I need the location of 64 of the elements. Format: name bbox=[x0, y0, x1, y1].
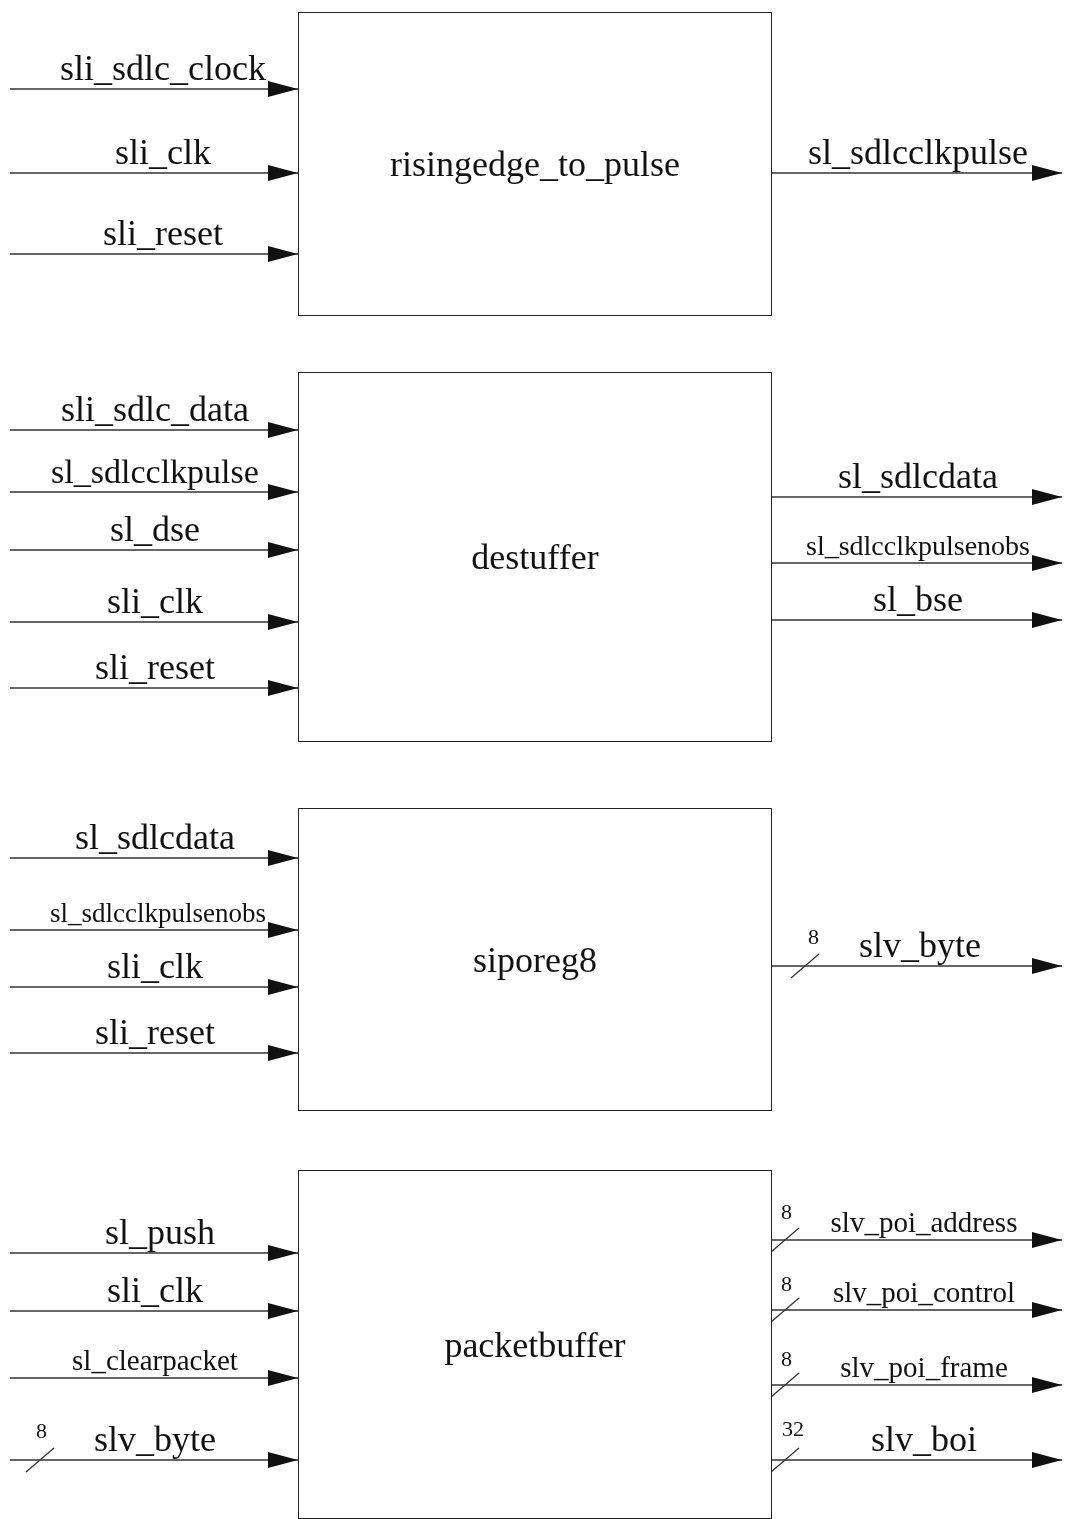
signal-arrow bbox=[771, 1232, 1063, 1248]
edge-label: sl_dse bbox=[110, 511, 200, 547]
edge-label: slv_byte bbox=[859, 927, 981, 963]
signal-arrow bbox=[9, 614, 299, 630]
edge-label: sl_push bbox=[105, 1214, 215, 1250]
edge-label: sl_clearpacket bbox=[72, 1346, 238, 1375]
block-box bbox=[298, 12, 772, 316]
edge-label: sli_sdlc_clock bbox=[60, 50, 266, 86]
signal-arrow bbox=[9, 922, 299, 938]
edge-label: sl_sdlcdata bbox=[75, 819, 235, 855]
edge-label: sl_sdlcclkpulse bbox=[808, 134, 1028, 170]
signal-arrow bbox=[9, 246, 299, 262]
signal-arrow bbox=[9, 1245, 299, 1261]
signal-arrow bbox=[9, 81, 299, 97]
block-name: packetbuffer bbox=[443, 1323, 627, 1366]
edge-label: sl_sdlcdata bbox=[838, 458, 998, 494]
signal-arrow bbox=[9, 165, 299, 181]
edge-label: sli_clk bbox=[115, 134, 211, 170]
edge-label: sl_sdlcclkpulsenobs bbox=[806, 532, 1030, 560]
signal-arrow bbox=[9, 850, 299, 866]
bus-width-label: 8 bbox=[781, 1273, 792, 1295]
signal-arrow bbox=[9, 422, 299, 438]
edge-label: slv_poi_frame bbox=[840, 1353, 1008, 1382]
bus-width-label: 8 bbox=[781, 1348, 792, 1370]
bus-width-label: 32 bbox=[782, 1418, 804, 1440]
block-box bbox=[298, 372, 772, 742]
edge-label: sli_sdlc_data bbox=[61, 391, 249, 427]
block-box bbox=[298, 1170, 772, 1519]
signal-arrow bbox=[771, 555, 1063, 571]
block-name: siporeg8 bbox=[472, 938, 598, 981]
edge-label: slv_boi bbox=[871, 1421, 977, 1457]
bus-width-label: 8 bbox=[808, 926, 819, 948]
signal-arrow bbox=[9, 680, 299, 696]
edge-label: slv_poi_address bbox=[830, 1208, 1018, 1237]
signal-arrow bbox=[9, 1045, 299, 1061]
signal-arrow bbox=[9, 1370, 299, 1386]
signal-arrow bbox=[9, 1452, 299, 1468]
bus-width-label: 8 bbox=[781, 1201, 792, 1223]
signal-arrow bbox=[771, 958, 1063, 974]
edge-label: sl_sdlcclkpulse bbox=[51, 455, 259, 489]
signal-arrow bbox=[9, 1303, 299, 1319]
signal-arrow bbox=[771, 165, 1063, 181]
signal-arrow bbox=[771, 612, 1063, 628]
signal-arrow bbox=[771, 489, 1063, 505]
edge-label: sli_reset bbox=[95, 1014, 215, 1050]
edge-label: sli_clk bbox=[107, 1272, 203, 1308]
edge-label: sl_bse bbox=[873, 581, 963, 617]
signal-arrow bbox=[771, 1377, 1063, 1393]
block-name: risingedge_to_pulse bbox=[389, 143, 681, 185]
edge-label: slv_byte bbox=[94, 1421, 216, 1457]
block-box bbox=[298, 808, 772, 1111]
block-name: destuffer bbox=[470, 536, 600, 578]
bus-width-label: 8 bbox=[36, 1420, 47, 1442]
edge-label: sli_reset bbox=[103, 215, 223, 251]
signal-arrow bbox=[9, 979, 299, 995]
edge-label: sli_clk bbox=[107, 948, 203, 984]
edge-label: sl_sdlcclkpulsenobs bbox=[50, 900, 266, 927]
signal-arrow bbox=[9, 484, 299, 500]
edge-label: slv_poi_control bbox=[833, 1278, 1015, 1307]
edge-label: sli_clk bbox=[107, 583, 203, 619]
signal-arrow bbox=[771, 1302, 1063, 1318]
signal-arrow bbox=[9, 542, 299, 558]
edge-label: sli_reset bbox=[95, 649, 215, 685]
signal-arrow bbox=[771, 1452, 1063, 1468]
